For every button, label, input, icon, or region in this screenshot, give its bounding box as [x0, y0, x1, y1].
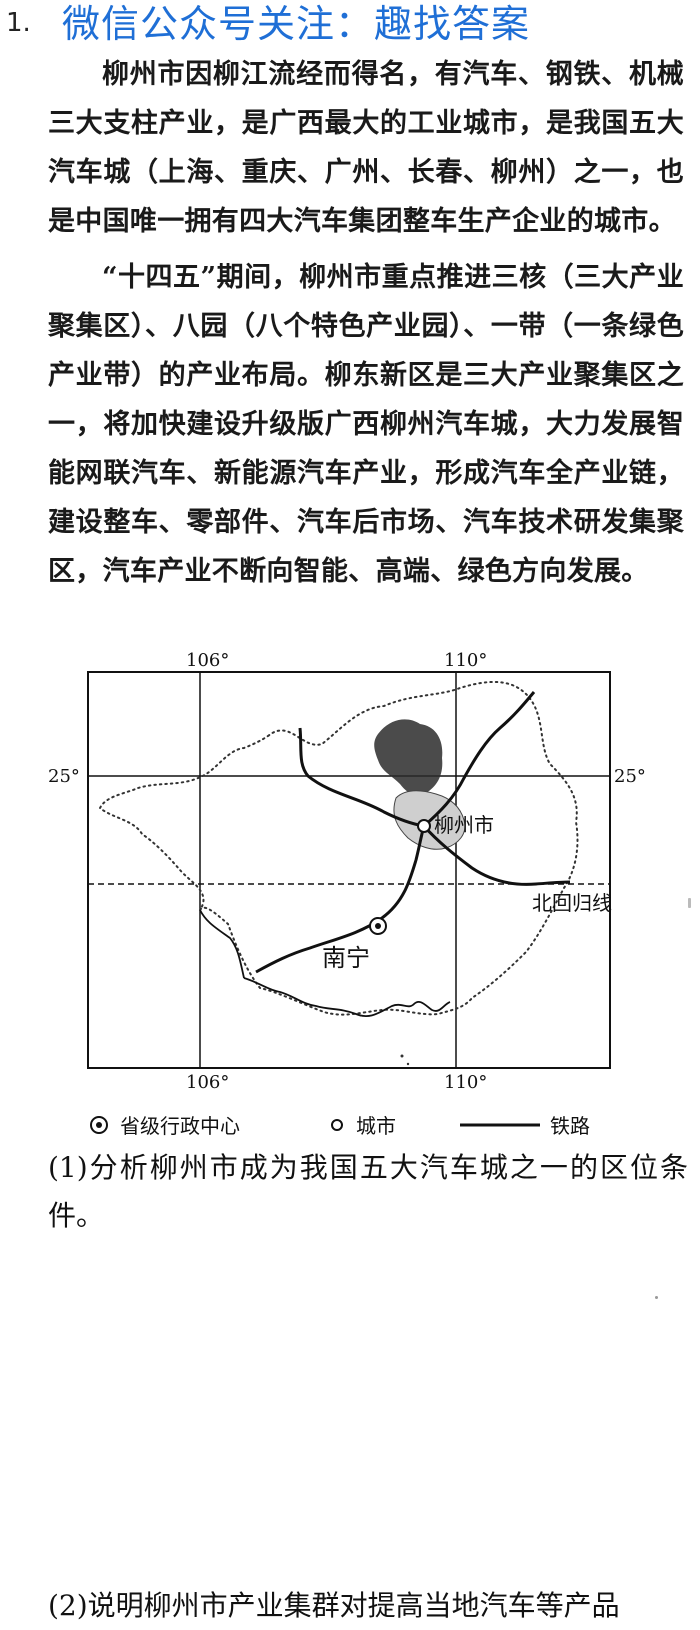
city-symbol-icon — [331, 1118, 343, 1131]
capital-label-nanning: 南宁 — [322, 944, 370, 972]
paragraph-intro: 柳州市因柳江流经而得名，有汽车、钢铁、机械三大支柱产业，是广西最大的工业城市，是… — [48, 59, 684, 237]
speck — [655, 1296, 658, 1299]
speck — [688, 898, 691, 908]
map-frame — [87, 671, 611, 1069]
lon-106-top: 106° — [186, 650, 229, 671]
western-border — [199, 909, 245, 979]
province-boundary — [98, 680, 579, 1016]
legend-railway: 铁路 — [460, 1110, 590, 1139]
legend-city-label: 城市 — [356, 1114, 396, 1138]
subquestion-2: (2)说明柳州市产业集群对提高当地汽车等产品 — [48, 1589, 620, 1622]
railway-symbol-icon — [460, 1123, 540, 1126]
subquestion-1: (1)分析柳州市成为我国五大汽车城之一的区位条件。 — [48, 1151, 688, 1232]
city-label-liuzhou: 柳州市 — [434, 813, 494, 837]
coastline — [243, 977, 451, 1018]
legend-capital-label: 省级行政中心 — [120, 1114, 240, 1138]
lon-110-bottom: 110° — [444, 1072, 487, 1093]
railway-south-east — [422, 825, 571, 886]
watermark: 微信公众号关注：趣找答案 — [62, 2, 531, 46]
railway-north-west — [298, 727, 425, 828]
map-legend: 省级行政中心 城市 铁路 — [88, 1110, 648, 1142]
legend-railway-label: 铁路 — [550, 1114, 590, 1138]
legend-city: 城市 — [328, 1110, 396, 1139]
lat-25-left: 25° — [48, 766, 80, 787]
railway-north-east — [423, 691, 536, 828]
tropic-label: 北回归线 — [532, 891, 612, 915]
nanning-capital-marker-inner — [375, 923, 381, 929]
paragraph-plan: “十四五”期间，柳州市重点推进三核（三大产业聚集区）、八园（八个特色产业园）、一… — [48, 262, 684, 587]
speck — [406, 1062, 410, 1066]
capital-symbol-icon — [90, 1115, 108, 1134]
mountain-area — [374, 719, 443, 796]
lon-106-bottom: 106° — [186, 1072, 229, 1093]
lat-25-right: 25° — [614, 766, 646, 787]
lon-110-top: 110° — [444, 650, 487, 671]
liuzhou-city-marker — [417, 819, 431, 833]
question-number: 1. — [6, 8, 31, 38]
map-figure: 106° 110° 106° 110° 25° 25° 柳州市 南宁 北回归线 — [40, 648, 680, 1108]
legend-capital: 省级行政中心 — [88, 1110, 240, 1139]
speck — [400, 1054, 404, 1058]
